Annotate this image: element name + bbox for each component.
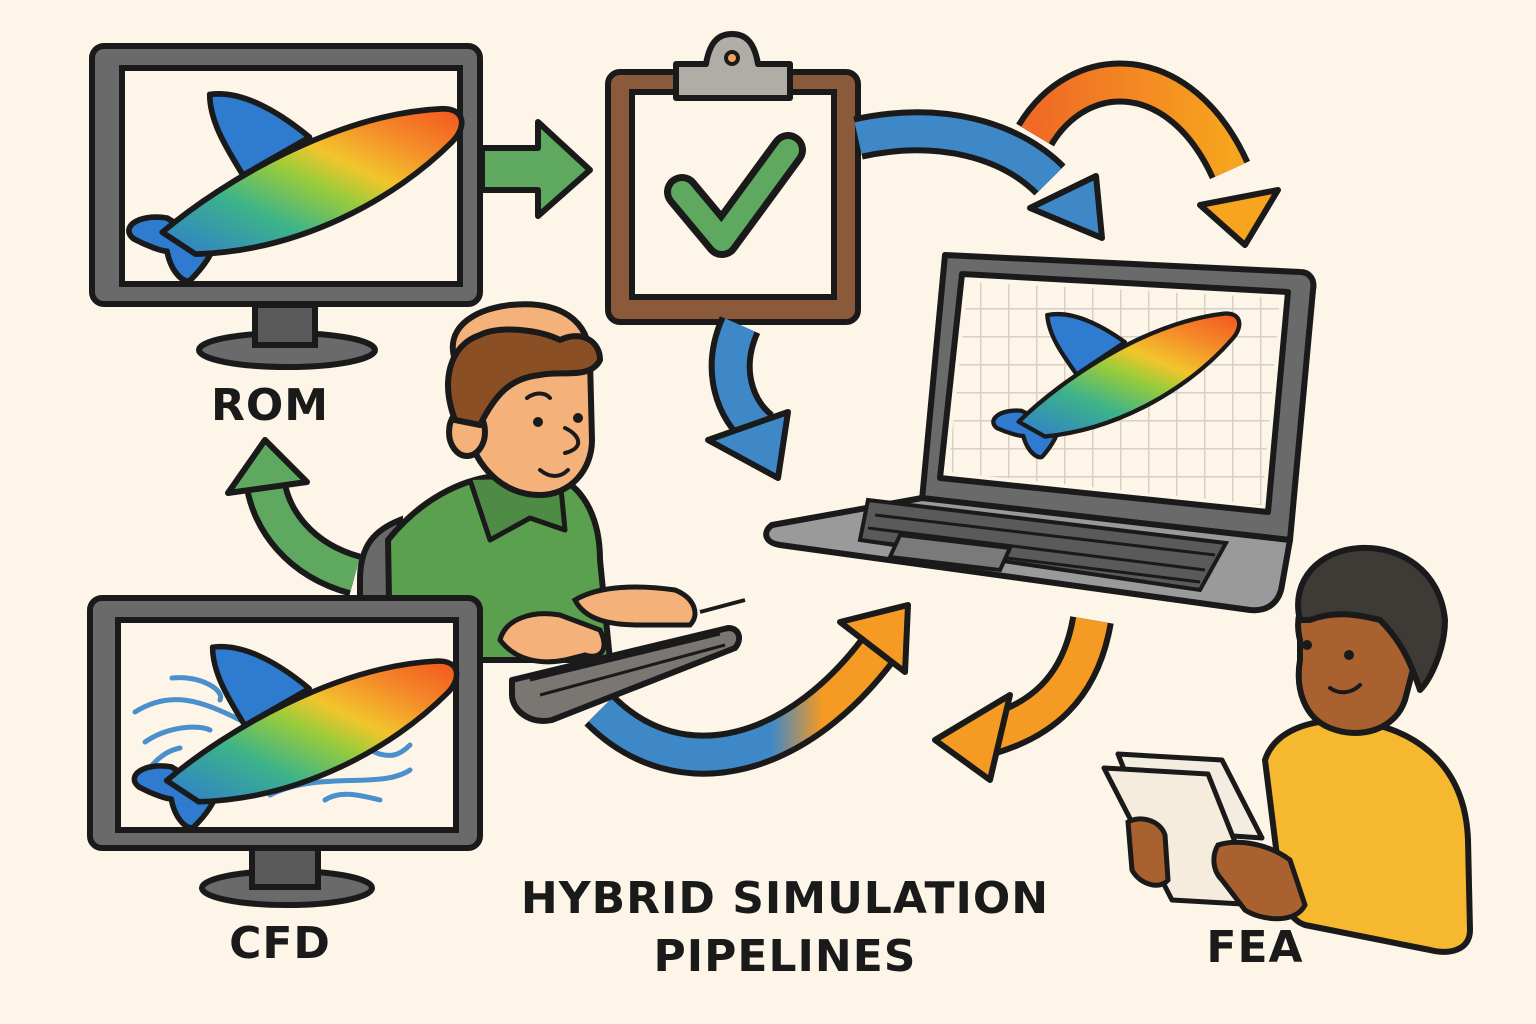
arrow-rom-to-validation-icon	[479, 119, 593, 219]
clipboard-checkmark-icon	[605, 31, 861, 325]
engineer-reading-icon	[1101, 544, 1473, 955]
laptop-icon	[763, 252, 1317, 614]
cfd-label: CFD	[229, 918, 331, 969]
title-line-1: HYBRID SIMULATION	[520, 873, 1050, 924]
arrow-laptop-to-fea-icon	[932, 615, 1114, 783]
title-line-2: PIPELINES	[653, 931, 917, 982]
arrow-orange-top-icon	[1016, 60, 1281, 248]
arrow-validation-down-icon	[705, 316, 791, 481]
rom-label: ROM	[210, 380, 330, 431]
arrow-to-rom-icon	[225, 437, 362, 597]
cfd-monitor-icon	[87, 595, 483, 908]
fea-label: FEA	[1206, 922, 1304, 973]
engineer-typing-icon	[357, 301, 746, 724]
page-title: HYBRID SIMULATION PIPELINES	[500, 870, 1070, 986]
arrow-validation-to-laptop-icon	[853, 109, 1105, 241]
rom-monitor-icon	[89, 43, 483, 370]
arrow-input-to-laptop-icon	[584, 602, 911, 777]
flow-lines-icon	[132, 675, 413, 803]
